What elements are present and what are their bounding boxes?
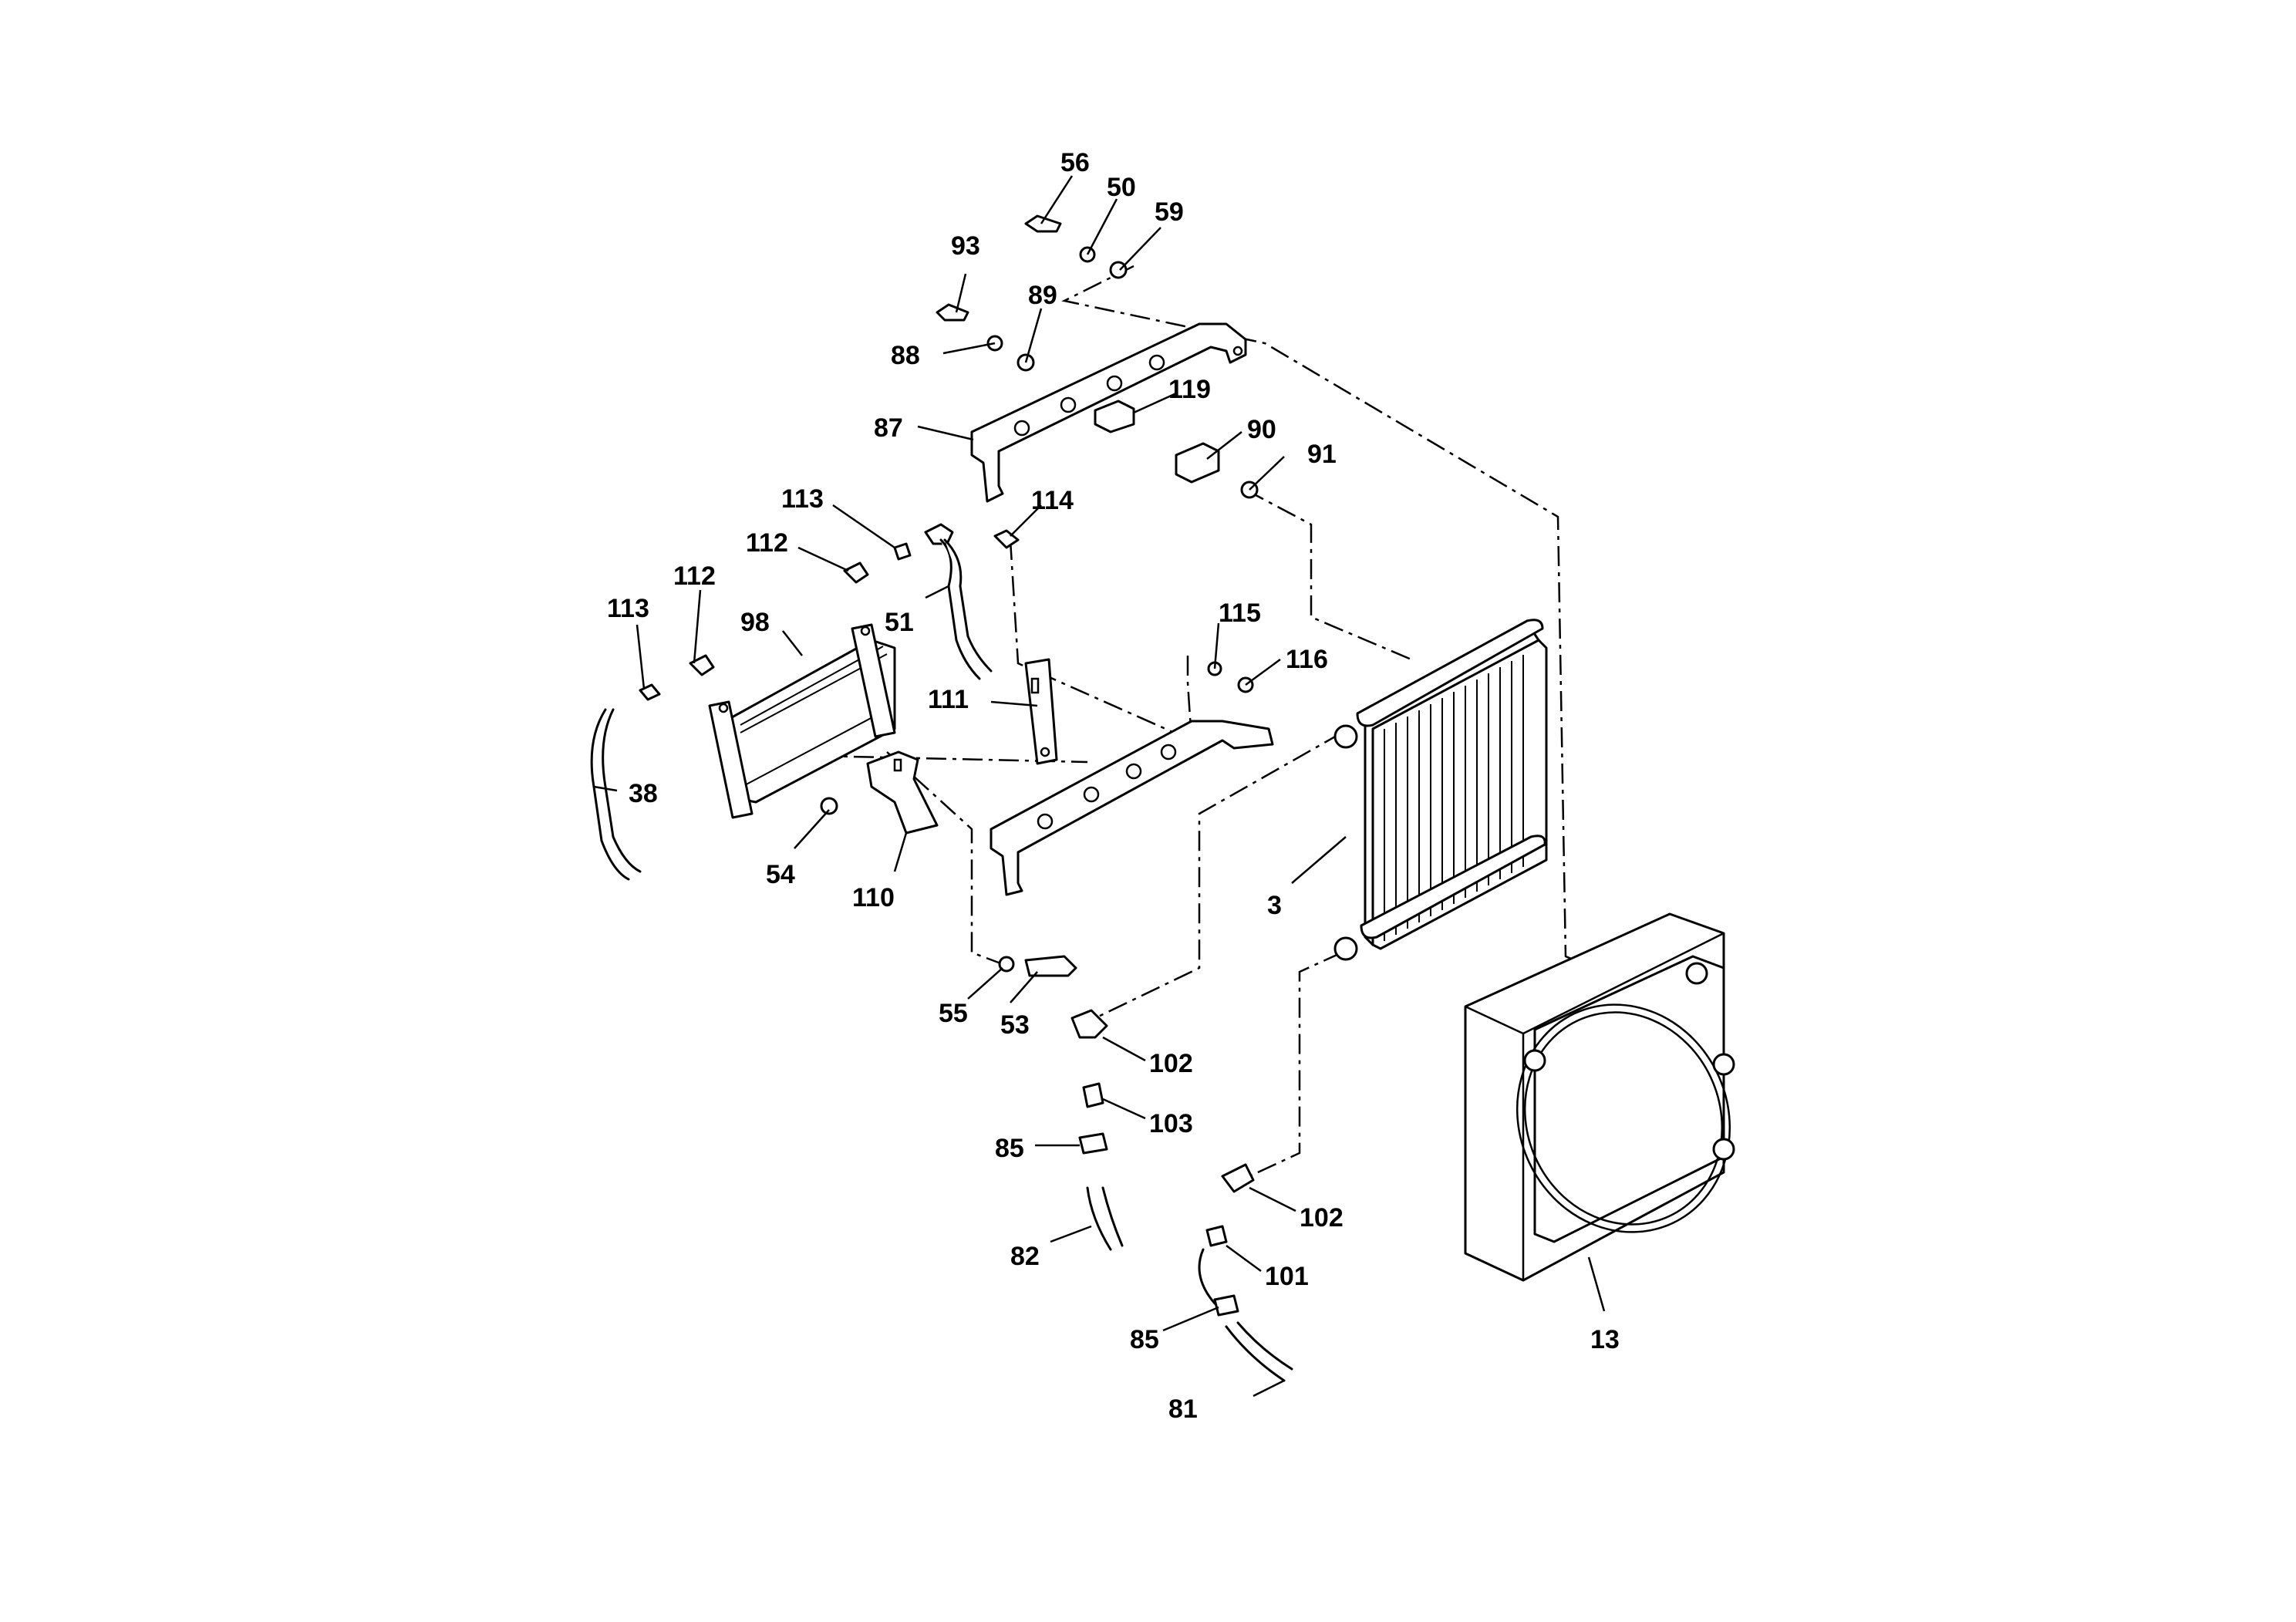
leader-lines — [593, 175, 1606, 1398]
label-85-lower: 85 — [1130, 1325, 1159, 1354]
label-38: 38 — [629, 779, 658, 808]
callout-labels: 56 50 59 93 89 88 119 87 90 91 113 114 1… — [607, 148, 1620, 1424]
label-3: 3 — [1267, 891, 1282, 920]
strap-111 — [1024, 658, 1058, 765]
label-115: 115 — [1219, 599, 1261, 628]
label-90: 90 — [1247, 415, 1276, 444]
label-102-upper: 102 — [1149, 1049, 1193, 1078]
label-50: 50 — [1107, 173, 1136, 202]
label-59: 59 — [1155, 197, 1184, 227]
label-53: 53 — [1000, 1010, 1030, 1040]
label-82: 82 — [1010, 1242, 1040, 1271]
label-116: 116 — [1286, 645, 1328, 674]
label-56: 56 — [1060, 148, 1090, 177]
label-89: 89 — [1028, 281, 1057, 310]
label-55: 55 — [939, 999, 968, 1028]
label-51: 51 — [885, 608, 914, 637]
label-85-upper: 85 — [995, 1134, 1024, 1163]
radiator-3 — [1333, 619, 1548, 961]
fan-shroud-13 — [1464, 912, 1735, 1282]
label-81: 81 — [1168, 1394, 1198, 1424]
label-111: 111 — [928, 685, 969, 714]
label-101: 101 — [1265, 1262, 1309, 1291]
strap-110 — [866, 750, 939, 835]
label-91: 91 — [1307, 440, 1337, 469]
radiator-fins — [1384, 655, 1524, 941]
label-113-left: 113 — [607, 594, 649, 623]
label-87: 87 — [874, 413, 903, 443]
label-114: 114 — [1031, 486, 1074, 515]
label-119: 119 — [1168, 375, 1211, 404]
label-110: 110 — [852, 883, 895, 912]
small-cooler-98 — [708, 623, 896, 819]
label-112-left: 112 — [673, 561, 716, 591]
lower-bracket — [990, 720, 1274, 896]
label-98: 98 — [740, 608, 770, 637]
label-103: 103 — [1149, 1109, 1193, 1138]
label-113-top: 113 — [781, 484, 824, 514]
hoses-fittings — [590, 523, 1293, 1382]
label-88: 88 — [891, 341, 920, 370]
label-54: 54 — [766, 860, 795, 889]
upper-bracket-87 — [970, 322, 1247, 503]
label-93: 93 — [951, 231, 980, 261]
label-13: 13 — [1590, 1325, 1620, 1354]
label-112-top: 112 — [746, 528, 788, 558]
label-102-lower: 102 — [1300, 1203, 1344, 1233]
